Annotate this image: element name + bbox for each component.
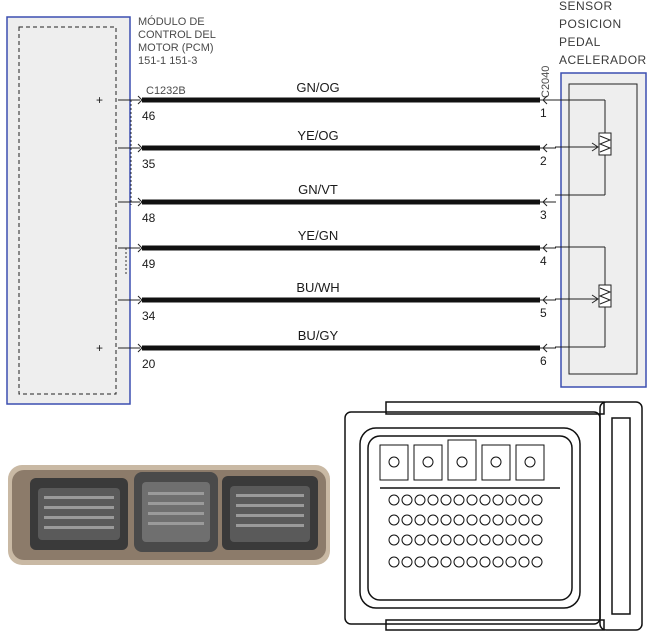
sensor-pin-number: 1: [540, 106, 547, 120]
connector-pin: [427, 514, 439, 526]
sensor-module-box: [560, 72, 647, 388]
connector-pin: [466, 534, 478, 546]
wire-color-label: BU/WH: [296, 280, 339, 295]
wire-1: GN/OG 46 1 +: [96, 80, 556, 123]
connector-pin: [466, 494, 478, 506]
pcm-pin-number: 49: [142, 257, 156, 271]
connector-pin: [453, 514, 465, 526]
pcm-pin-number: 48: [142, 211, 156, 225]
wire-color-label: YE/OG: [297, 128, 338, 143]
connector-pin: [466, 514, 478, 526]
pcm-module-box: [6, 16, 131, 405]
connector-pin: [492, 494, 504, 506]
connector-pin: [440, 556, 452, 568]
connector-pin: [401, 494, 413, 506]
connector-pin: [479, 514, 491, 526]
sensor-potentiometer-2: [555, 246, 612, 348]
connector-pin: [440, 494, 452, 506]
wire-color-label: BU/GY: [298, 328, 339, 343]
connector-pin: [427, 534, 439, 546]
connector-pin: [414, 494, 426, 506]
connector-pin: [531, 514, 543, 526]
wire-4: YE/GN 49 4: [118, 228, 556, 271]
pcm-pin-number: 35: [142, 157, 156, 171]
connector-pin: [414, 556, 426, 568]
connector-pin: [505, 556, 517, 568]
connector-pin: [518, 534, 530, 546]
connector-pin: [518, 494, 530, 506]
connector-pin: [388, 494, 400, 506]
pcm-pin-number: 46: [142, 109, 156, 123]
connector-pin: [401, 556, 413, 568]
pcm-polarity-mark: +: [96, 93, 103, 107]
connector-pin: [427, 556, 439, 568]
sensor-potentiometer-1: [555, 99, 612, 196]
connector-pin: [479, 494, 491, 506]
connector-pin: [531, 534, 543, 546]
wire-5: BU/WH 34 5: [118, 280, 556, 323]
wire-color-label: GN/OG: [296, 80, 339, 95]
connector-pin: [414, 534, 426, 546]
connector-pin: [492, 556, 504, 568]
connector-pin: [401, 534, 413, 546]
connector-pin: [414, 514, 426, 526]
connector-pin: [492, 514, 504, 526]
connector-pin: [479, 534, 491, 546]
sensor-pin-number: 5: [540, 306, 547, 320]
pcm-title-line-1: MÓDULO DE: [138, 15, 205, 28]
wire-6: BU/GY 20 6 +: [96, 328, 556, 371]
sensor-connector-id: C2040: [540, 66, 552, 98]
connector-pin: [518, 514, 530, 526]
pcm-title-line-3: MOTOR (PCM): [138, 42, 214, 54]
connector-pin: [505, 534, 517, 546]
connector-pin: [479, 556, 491, 568]
connector-pin: [505, 514, 517, 526]
connector-pin: [492, 534, 504, 546]
sensor-title-line-1: SENSOR: [559, 0, 613, 13]
pcm-polarity-mark: +: [96, 341, 103, 355]
sensor-pin-number: 2: [540, 154, 547, 168]
connector-pin: [466, 556, 478, 568]
connector-face-drawing: [344, 401, 643, 631]
wire-3: GN/VT 48 3: [118, 182, 556, 225]
wire-2: YE/OG 35 2: [118, 128, 556, 171]
connector-pin: [388, 514, 400, 526]
wire-color-label: GN/VT: [298, 182, 338, 197]
connector-pin: [453, 494, 465, 506]
pcm-pin-number: 34: [142, 309, 156, 323]
connector-pin: [427, 494, 439, 506]
pcm-connector-photo: [8, 465, 330, 565]
connector-pin: [440, 514, 452, 526]
connector-pin: [531, 556, 543, 568]
sensor-pin-number: 4: [540, 254, 547, 268]
pcm-module-inner: [18, 26, 117, 395]
sensor-title-line-2: POSICION: [559, 17, 622, 31]
wire-color-label: YE/GN: [298, 228, 338, 243]
sensor-pin-number: 6: [540, 354, 547, 368]
connector-pin: [388, 556, 400, 568]
sensor-module-inner: [568, 83, 638, 375]
connector-pin: [453, 556, 465, 568]
connector-pin: [453, 534, 465, 546]
pcm-title-line-4: 151-1 151-3: [138, 55, 197, 67]
connector-pin: [505, 494, 517, 506]
pcm-connector-id: C1232B: [146, 85, 186, 97]
wire-group: GN/OG 46 1 + YE/OG 35 2GN/VT 48 3YE/GN 49 4BU/WH 34…: [96, 80, 556, 371]
connector-pin: [518, 556, 530, 568]
connector-pin: [401, 514, 413, 526]
sensor-title-line-4: ACELERADOR: [559, 53, 647, 67]
sensor-title-line-3: PEDAL: [559, 35, 601, 49]
sensor-pin-number: 3: [540, 208, 547, 222]
connector-pin: [531, 494, 543, 506]
connector-pin: [440, 534, 452, 546]
pcm-title-line-2: CONTROL DEL: [138, 29, 216, 41]
pcm-pin-number: 20: [142, 357, 156, 371]
connector-pin: [388, 534, 400, 546]
